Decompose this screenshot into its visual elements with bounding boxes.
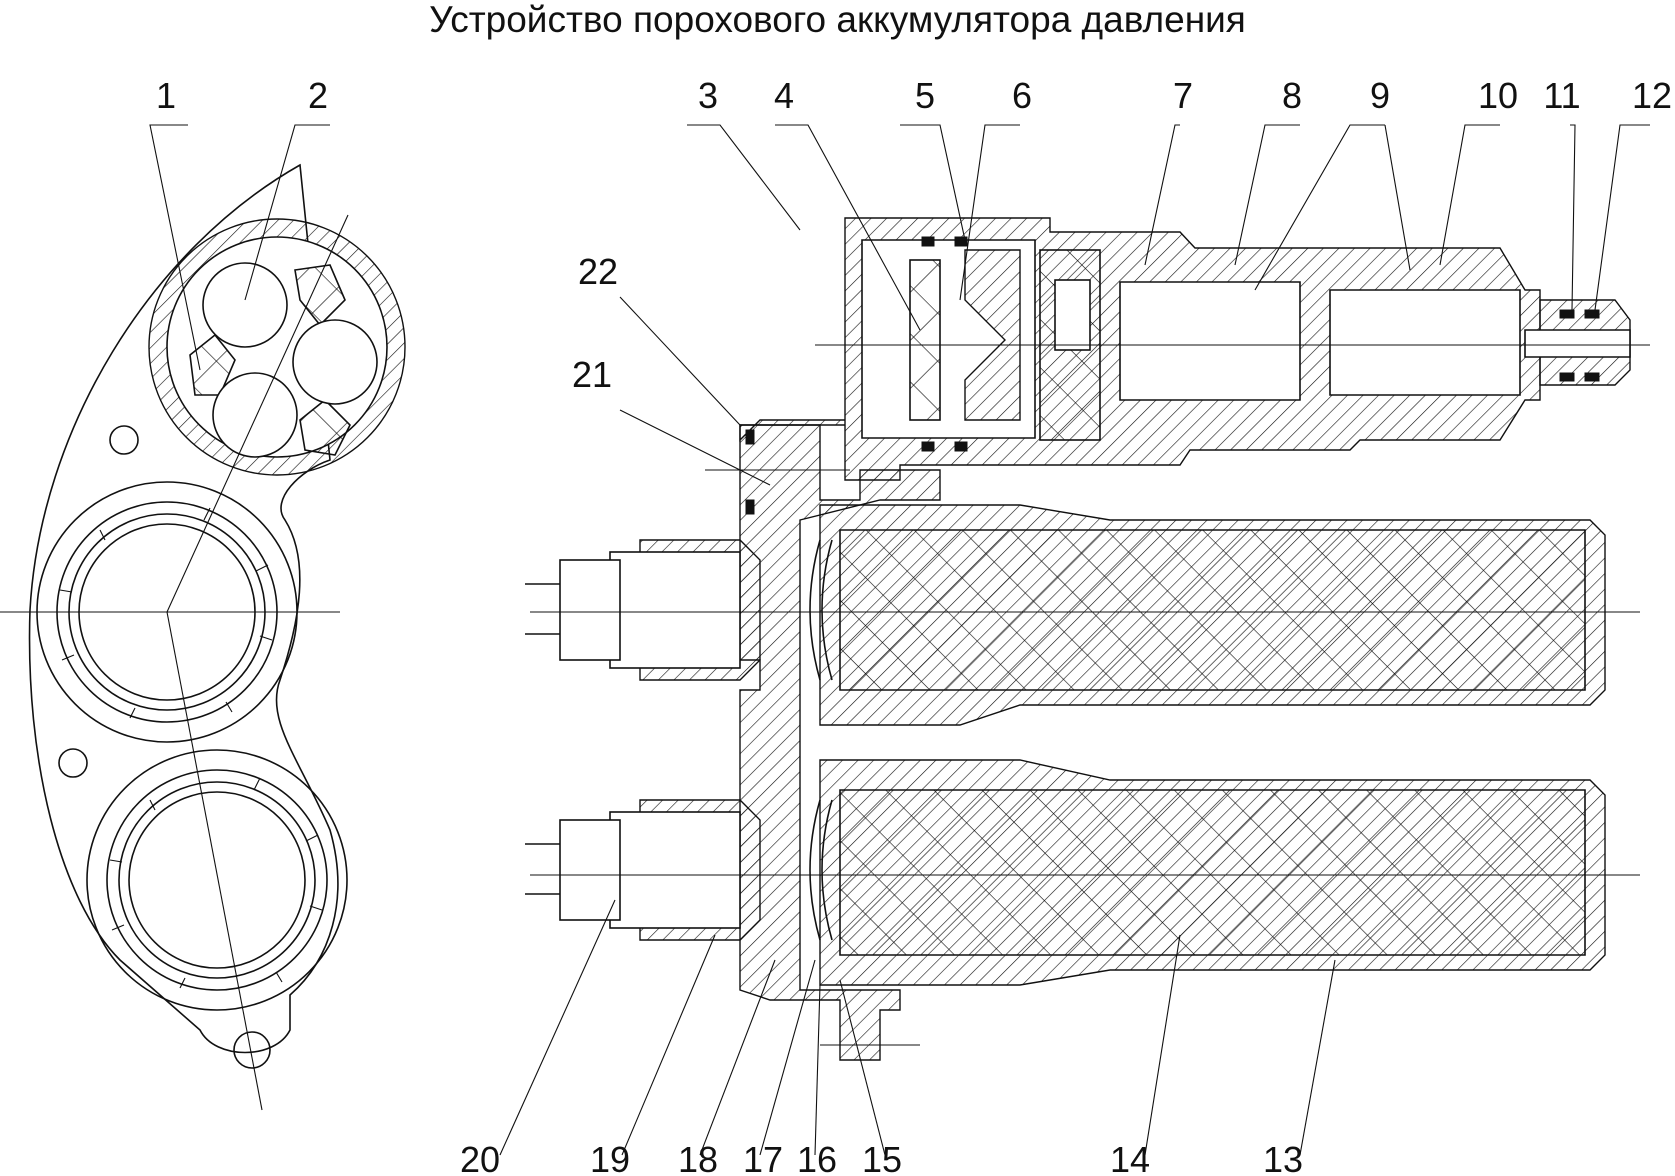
callouts: 1 2 3 4 5 6 7 8 9 10 11 12 22 21 20 19 1…	[156, 75, 1672, 1176]
callout-19: 19	[590, 1139, 630, 1176]
callout-22: 22	[578, 251, 618, 292]
leader-lines	[149, 124, 1650, 1156]
tube-2	[1329, 289, 1521, 396]
callout-14: 14	[1110, 1139, 1150, 1176]
callout-3: 3	[698, 75, 718, 116]
callout-15: 15	[862, 1139, 902, 1176]
lower-cylinder-ring2	[118, 781, 316, 979]
callout-5: 5	[915, 75, 935, 116]
callout-18: 18	[678, 1139, 718, 1176]
tube-1	[1119, 281, 1301, 401]
mount-hole-2	[58, 748, 88, 778]
mount-hole-3	[233, 1031, 271, 1069]
callout-10: 10	[1478, 75, 1518, 116]
filler-1	[189, 333, 236, 396]
callout-12: 12	[1632, 75, 1672, 116]
nozzle-bore	[1524, 329, 1631, 358]
section-view	[525, 217, 1650, 1061]
lower-cylinder-ring	[106, 769, 328, 991]
callout-2: 2	[308, 75, 328, 116]
callout-4: 4	[774, 75, 794, 116]
end-view-axis-a	[166, 214, 349, 613]
callout-7: 7	[1173, 75, 1193, 116]
main-body	[739, 424, 941, 1061]
callout-21: 21	[572, 354, 612, 395]
cartridge-c	[212, 372, 298, 458]
mount-hole-1	[109, 425, 139, 455]
filler-3	[299, 398, 351, 456]
lower-squib	[525, 799, 761, 941]
callout-9: 9	[1370, 75, 1390, 116]
upper-charge	[839, 529, 1586, 691]
callout-16: 16	[797, 1139, 837, 1176]
callout-20: 20	[460, 1139, 500, 1176]
lower-cylinder-bore	[128, 791, 306, 969]
end-view-housing	[28, 163, 339, 1054]
callout-1: 1	[156, 75, 176, 116]
callout-17: 17	[743, 1139, 783, 1176]
pyro-block-inner	[1054, 279, 1091, 351]
callout-8: 8	[1282, 75, 1302, 116]
callout-13: 13	[1263, 1139, 1303, 1176]
cartridge-b	[292, 319, 378, 405]
lower-cylinder-outer	[86, 749, 348, 1011]
igniter-cone	[964, 249, 1021, 421]
diagram-title: Устройство порохового аккумулятора давле…	[429, 0, 1246, 40]
upper-squib	[525, 539, 761, 681]
lower-dome	[809, 799, 833, 941]
upper-dome	[809, 539, 833, 681]
cartridge-a	[202, 262, 288, 348]
end-view-axis-b	[166, 611, 263, 1111]
diaphragm	[909, 259, 941, 421]
callout-6: 6	[1012, 75, 1032, 116]
callout-11: 11	[1543, 75, 1580, 116]
filler-2	[294, 264, 346, 327]
lower-charge	[839, 789, 1586, 956]
end-view	[0, 163, 406, 1111]
